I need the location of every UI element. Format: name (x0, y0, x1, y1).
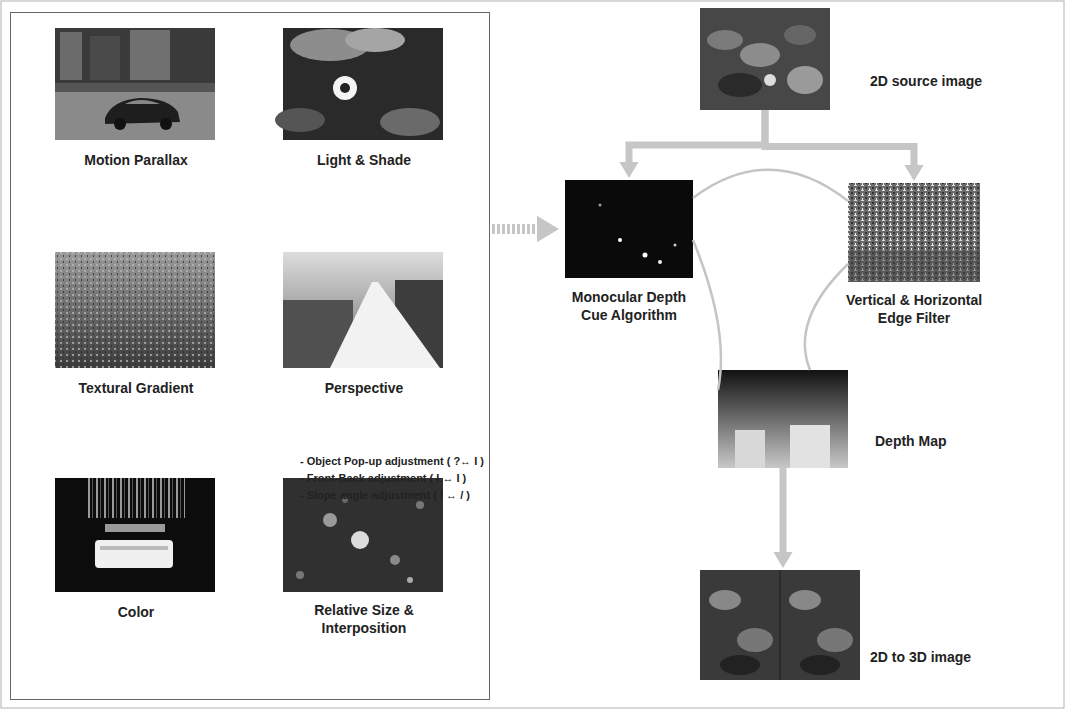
connector-line (629, 110, 765, 165)
connector (805, 264, 848, 370)
connector-line (765, 110, 914, 168)
image-caption: Relative Size & Interposition (284, 601, 444, 637)
stereo-photo (700, 570, 860, 680)
source-photo (700, 8, 830, 110)
monocular-depth-photo (565, 180, 693, 278)
image-caption: Textural Gradient (26, 379, 246, 397)
image-box: Textural Gradient (56, 253, 216, 369)
color-photo (55, 478, 215, 592)
connector (773, 468, 792, 568)
cue-panel: Motion ParallaxLight & ShadeTextural Gra… (10, 12, 490, 700)
arrow-head (773, 552, 792, 568)
connector-line (693, 240, 721, 390)
connector-line (693, 170, 848, 201)
arrow-head (619, 162, 638, 178)
image-box: Color (56, 479, 216, 593)
textural-gradient-photo (55, 252, 215, 368)
image-box: Depth Map (718, 370, 848, 468)
image-caption: Vertical & Horizontal Edge Filter (834, 291, 994, 327)
connector (765, 110, 924, 181)
image-caption: 2D source image (870, 72, 1050, 90)
adjustment-note: - Object Pop-up adjustment ( ?↔ I ) (300, 454, 484, 468)
connector-line (780, 468, 787, 555)
edge-filter-photo (848, 183, 980, 282)
adjustment-note: - Slope angle adjustment ( I ↔ / ) (300, 488, 470, 502)
image-box: Vertical & Horizontal Edge Filter (848, 183, 980, 282)
connector-line (805, 264, 848, 370)
image-caption: Color (26, 603, 246, 621)
image-box: 2D source image (700, 8, 830, 110)
image-box: Perspective (284, 253, 444, 369)
connector (619, 110, 765, 178)
image-caption: Light & Shade (254, 151, 474, 169)
arrow-head (904, 165, 923, 181)
light-shade-photo (275, 28, 443, 140)
image-caption: Motion Parallax (26, 151, 246, 169)
connector (492, 216, 559, 242)
image-box: Light & Shade (284, 29, 444, 141)
image-caption: 2D to 3D image (870, 648, 1040, 666)
depth-map-photo (718, 370, 848, 468)
connector (693, 240, 721, 390)
image-caption: Perspective (254, 379, 474, 397)
perspective-photo (283, 252, 443, 368)
image-box: Motion Parallax (56, 29, 216, 141)
arrow-head (537, 216, 559, 242)
image-box: 2D to 3D image (700, 570, 860, 680)
connector-line (492, 224, 541, 234)
connector (693, 170, 848, 201)
adjustment-note: - Front-Back adjustment ( I ↔ I ) (300, 471, 466, 485)
image-caption: Depth Map (875, 432, 1025, 450)
image-caption: Monocular Depth Cue Algorithm (559, 288, 699, 324)
image-box: Monocular Depth Cue Algorithm (565, 180, 693, 278)
motion-parallax-photo (55, 28, 215, 140)
